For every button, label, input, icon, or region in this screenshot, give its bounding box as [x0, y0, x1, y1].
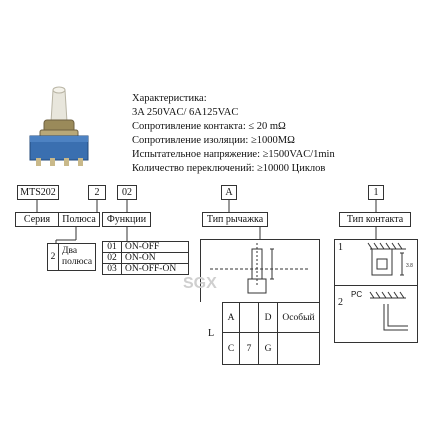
- header-series: Серия: [15, 212, 59, 227]
- specs-block: Характеристика: 3A 250VAC/ 6A125VAC Сопр…: [132, 92, 335, 176]
- watermark: SGX: [183, 275, 217, 292]
- code-contact: 1: [368, 185, 384, 200]
- header-contact: Тип контакта: [339, 212, 411, 227]
- contact-pc-drawing: [369, 291, 408, 331]
- header-poles: Полюса: [58, 212, 100, 227]
- contact-row2-num: 2: [338, 297, 343, 308]
- lever-option-g: G: [258, 332, 278, 365]
- lever-row-label: L: [200, 302, 222, 365]
- function-num-03: 03: [102, 263, 122, 275]
- spec-switching-cycles: Количество переключений: ≥10000 Циклов: [132, 163, 326, 174]
- specs-title: Характеристика:: [132, 93, 207, 104]
- code-lever: A: [221, 185, 237, 200]
- contact-pc-label: PC: [351, 290, 363, 299]
- lever-option-d: D: [258, 302, 278, 333]
- code-functions: 02: [117, 185, 137, 200]
- spec-contact-resistance: Сопротивление контакта: ≤ 20 mΩ: [132, 121, 286, 132]
- lever-option-7: 7: [239, 332, 259, 365]
- code-poles: 2: [88, 185, 106, 200]
- spec-insulation-resistance: Сопротивление изоляции: ≥1000MΩ: [132, 135, 295, 146]
- header-functions: Функции: [102, 212, 151, 227]
- lever-option-blank: [239, 302, 259, 333]
- lever-option-empty: [277, 332, 320, 365]
- spec-rating: 3A 250VAC/ 6A125VAC: [132, 107, 239, 118]
- spec-test-voltage: Испытательное напряжение: ≥1500VAC/1min: [132, 149, 335, 160]
- lever-option-c: C: [222, 332, 240, 365]
- function-label-03: ON-OFF-ON: [121, 263, 189, 275]
- code-series: MTS202: [17, 185, 59, 200]
- lever-option-a: A: [222, 302, 240, 333]
- contact-solder-drawing: 3.8: [367, 242, 413, 276]
- lever-drawing: [210, 243, 310, 294]
- contact-row1-num: 1: [338, 242, 343, 253]
- toggle-switch-image: [29, 86, 89, 166]
- lever-option-special: Особый: [277, 302, 320, 333]
- contact-divider: [334, 285, 418, 286]
- contact-dim-label: 3.8: [406, 263, 413, 269]
- poles-label: Два полюса: [58, 243, 96, 271]
- header-lever: Тип рычажка: [202, 212, 268, 227]
